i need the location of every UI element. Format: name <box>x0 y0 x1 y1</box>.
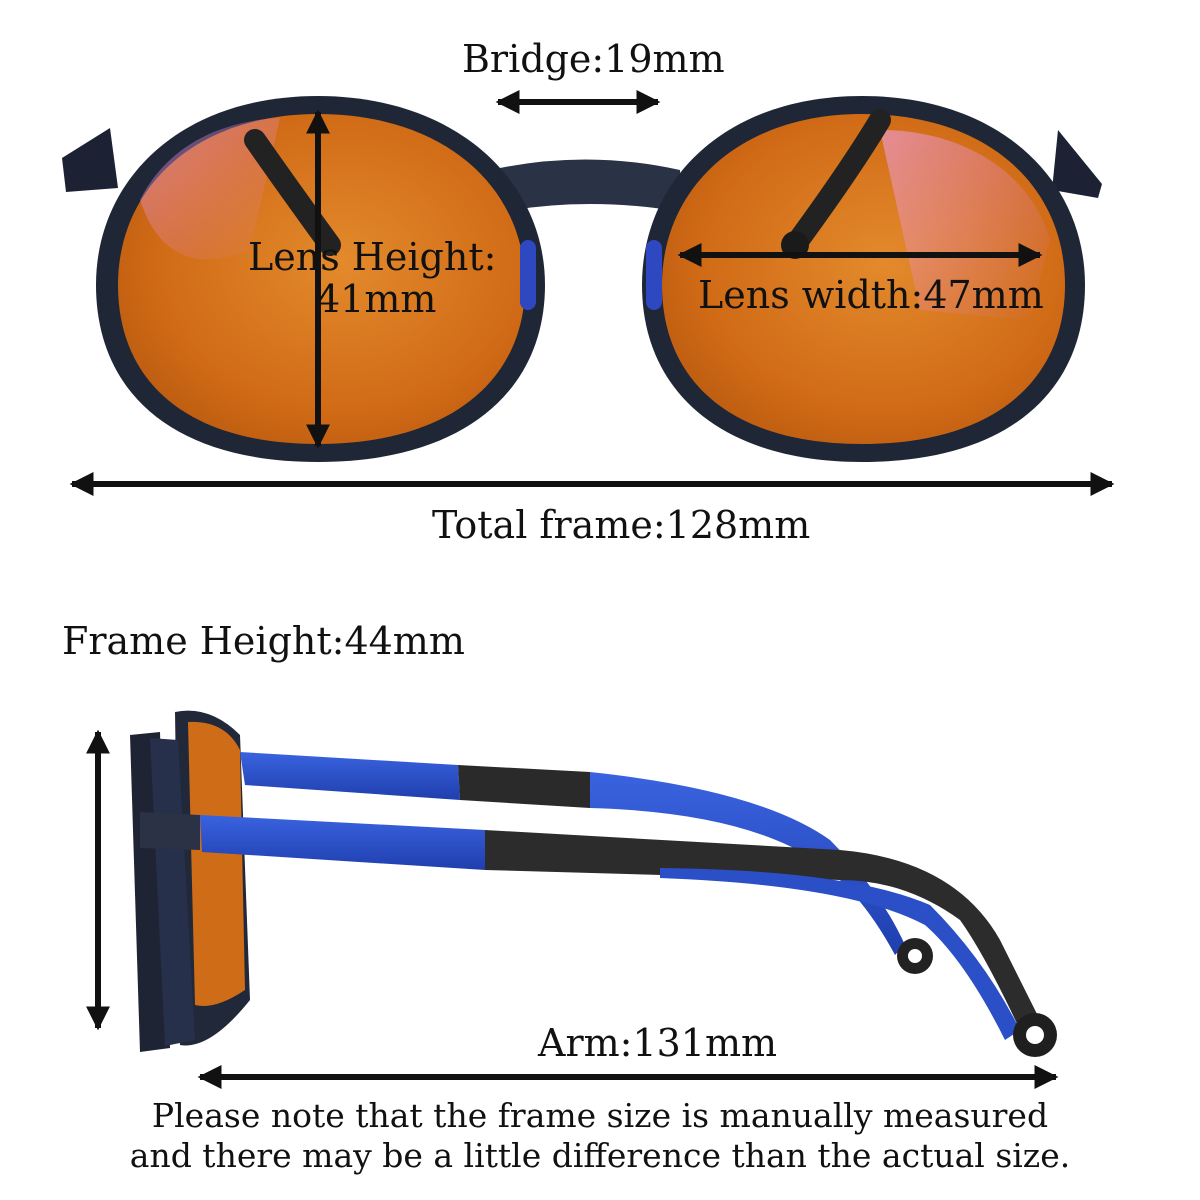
lower-temple-blue <box>200 815 485 870</box>
upper-temple-blue <box>240 752 460 800</box>
left-lens-reflection <box>140 118 280 260</box>
lower-temple-black <box>485 830 1040 1030</box>
lens-height-label: Lens Height: <box>248 235 497 279</box>
hinge-block <box>140 812 200 850</box>
lens-height-value: 41mm <box>316 277 437 321</box>
glasses-side-view <box>130 710 1057 1057</box>
total-frame-label: Total frame:128mm <box>432 503 811 547</box>
right-inner-temple <box>784 109 891 256</box>
left-nose-pad <box>520 240 536 310</box>
right-temple-tip <box>1052 130 1102 198</box>
frame-bridge <box>500 159 682 212</box>
arm-label: Arm:131mm <box>538 1021 778 1065</box>
left-temple-tip <box>62 128 118 192</box>
disclaimer-line-1: Please note that the frame size is manua… <box>151 1096 1049 1135</box>
bridge-label: Bridge:19mm <box>462 37 725 81</box>
disclaimer-line-2: and there may be a little difference tha… <box>129 1136 1071 1175</box>
frame-height-label: Frame Height:44mm <box>62 619 465 663</box>
lens-width-label: Lens width:47mm <box>698 273 1044 317</box>
dimension-arrows <box>69 90 1115 1089</box>
right-lens-reflection <box>880 130 1050 320</box>
right-nose-pad <box>646 240 662 310</box>
upper-temple-black <box>458 765 590 808</box>
